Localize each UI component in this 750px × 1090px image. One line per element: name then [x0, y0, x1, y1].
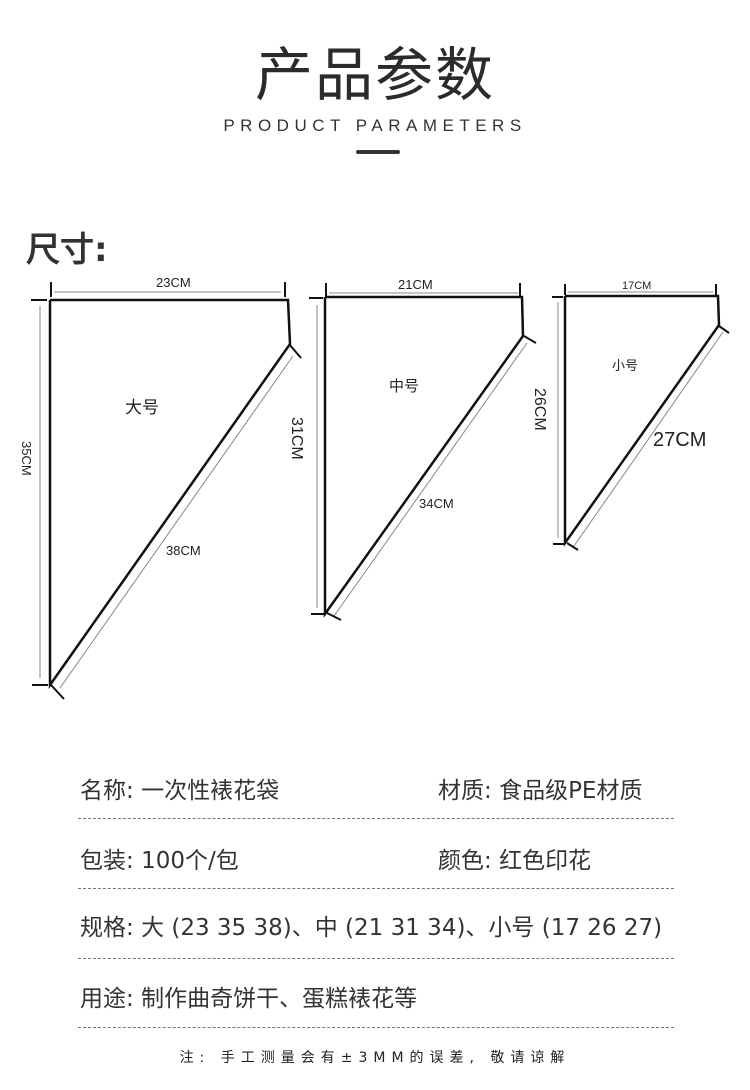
bag-medium-diagram: 21CM 31CM 34CM 中号	[288, 277, 537, 621]
divider	[78, 888, 674, 889]
spec-color-value: 红色印花	[499, 848, 592, 874]
spec-size-label: 规格:	[80, 915, 134, 941]
divider	[78, 1027, 674, 1028]
spec-usage: 用途: 制作曲奇饼干、蛋糕裱花等	[80, 979, 417, 1013]
bag-small-label: 小号	[612, 359, 638, 374]
spec-packaging: 包装: 100个/包	[80, 841, 239, 875]
divider	[78, 818, 674, 819]
bag-small-top-dim: 17CM	[622, 280, 651, 292]
page-title: 产品参数	[254, 41, 495, 109]
spec-name-label: 名称:	[80, 778, 134, 804]
spec-size-value: 大 (23 35 38)、中 (21 31 34)、小号 (17 26 27)	[141, 915, 663, 941]
bag-large-side-dim: 35CM	[19, 441, 34, 476]
spec-packaging-value: 100个/包	[141, 848, 239, 874]
spec-usage-label: 用途:	[80, 986, 134, 1012]
bag-large-top-dim: 23CM	[156, 275, 191, 290]
spec-material-label: 材质:	[438, 778, 492, 804]
size-diagram: 23CM 35CM 38CM 大号 21CM 31CM 34CM 中号 17CM…	[19, 275, 730, 700]
bag-large-diagram: 23CM 35CM 38CM 大号	[19, 275, 302, 700]
size-heading: 尺寸:	[26, 230, 108, 270]
bag-small-diagonal-dim: 27CM	[653, 429, 706, 451]
spec-size: 规格: 大 (23 35 38)、中 (21 31 34)、小号 (17 26 …	[80, 908, 662, 942]
bag-medium-diagonal-dim: 34CM	[419, 496, 454, 511]
bag-medium-side-dim: 31CM	[288, 417, 305, 460]
bag-large-diagonal-dim: 38CM	[166, 543, 201, 558]
spec-color: 颜色: 红色印花	[438, 841, 591, 875]
spec-name: 名称: 一次性裱花袋	[80, 771, 279, 805]
bag-medium-label: 中号	[389, 377, 419, 395]
spec-material: 材质: 食品级PE材质	[438, 771, 642, 805]
measurement-note: 注: 手工测量会有±3MM的误差, 敬请谅解	[179, 1050, 571, 1066]
spec-name-value: 一次性裱花袋	[141, 778, 280, 804]
spec-color-label: 颜色:	[438, 848, 492, 874]
bag-large-label: 大号	[125, 398, 159, 418]
spec-usage-value: 制作曲奇饼干、蛋糕裱花等	[141, 986, 418, 1012]
spec-material-value: 食品级PE材质	[499, 778, 643, 804]
divider	[78, 958, 674, 959]
bag-small-diagram: 17CM 26CM 27CM 小号	[531, 280, 730, 551]
bag-medium-top-dim: 21CM	[398, 277, 433, 292]
bag-small-side-dim: 26CM	[531, 388, 548, 431]
title-underline	[356, 150, 400, 154]
page-subtitle: PRODUCT PARAMETERS	[223, 116, 527, 135]
spec-packaging-label: 包装:	[80, 848, 134, 874]
